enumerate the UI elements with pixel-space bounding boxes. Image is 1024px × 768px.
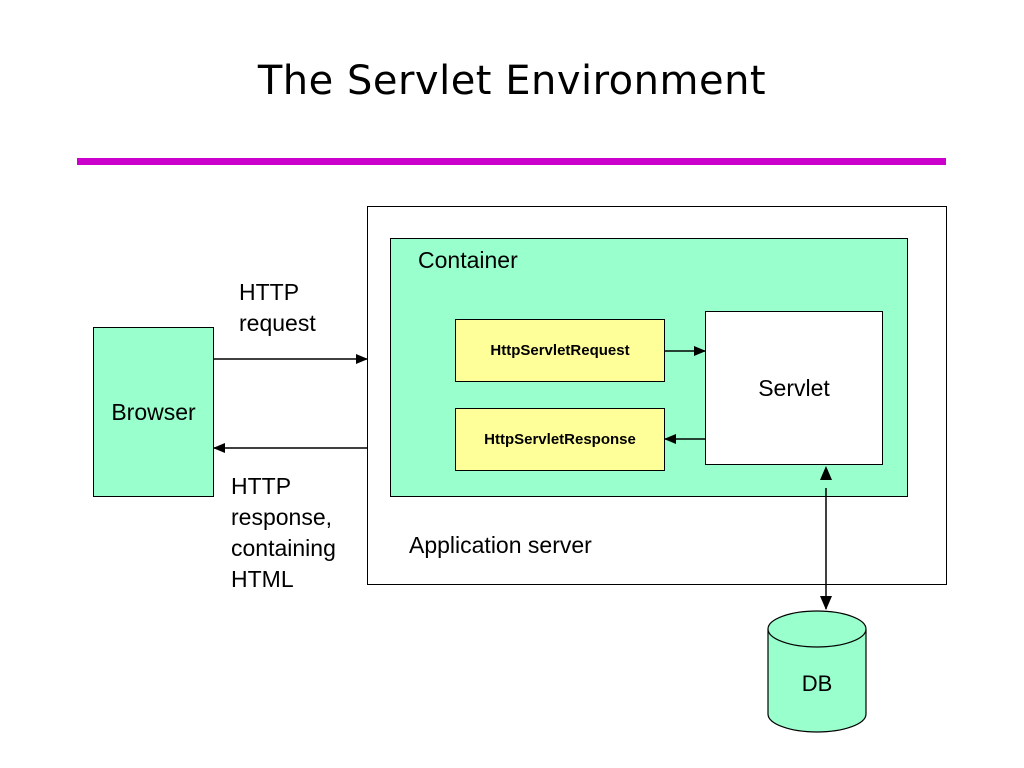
http-servlet-response-box: HttpServletResponse: [455, 408, 665, 471]
http-servlet-request-box: HttpServletRequest: [455, 319, 665, 382]
http-request-label: HTTP request: [239, 277, 316, 339]
http-response-label: HTTP response, containing HTML: [231, 471, 336, 595]
servlet-box: Servlet: [705, 311, 883, 465]
application-server-label: Application server: [409, 532, 592, 558]
http-request-label-line: HTTP: [239, 279, 300, 305]
browser-label: Browser: [111, 398, 196, 425]
http-servlet-request-label: HttpServletRequest: [490, 342, 630, 359]
http-request-label-line: request: [239, 310, 316, 336]
servlet-label: Servlet: [758, 374, 830, 401]
http-response-label-line: HTTP: [231, 473, 292, 499]
http-response-label-line: response,: [231, 504, 333, 530]
http-response-label-line: HTML: [231, 566, 294, 592]
slide-title: The Servlet Environment: [257, 58, 767, 104]
browser-box: Browser: [93, 327, 214, 497]
db-label: DB: [801, 671, 833, 696]
http-servlet-response-label: HttpServletResponse: [484, 431, 636, 448]
servlet-db-arrowhead-down: [820, 596, 832, 610]
http-response-label-line: containing: [231, 535, 336, 561]
container-label: Container: [418, 247, 518, 273]
title-divider: [77, 158, 946, 165]
